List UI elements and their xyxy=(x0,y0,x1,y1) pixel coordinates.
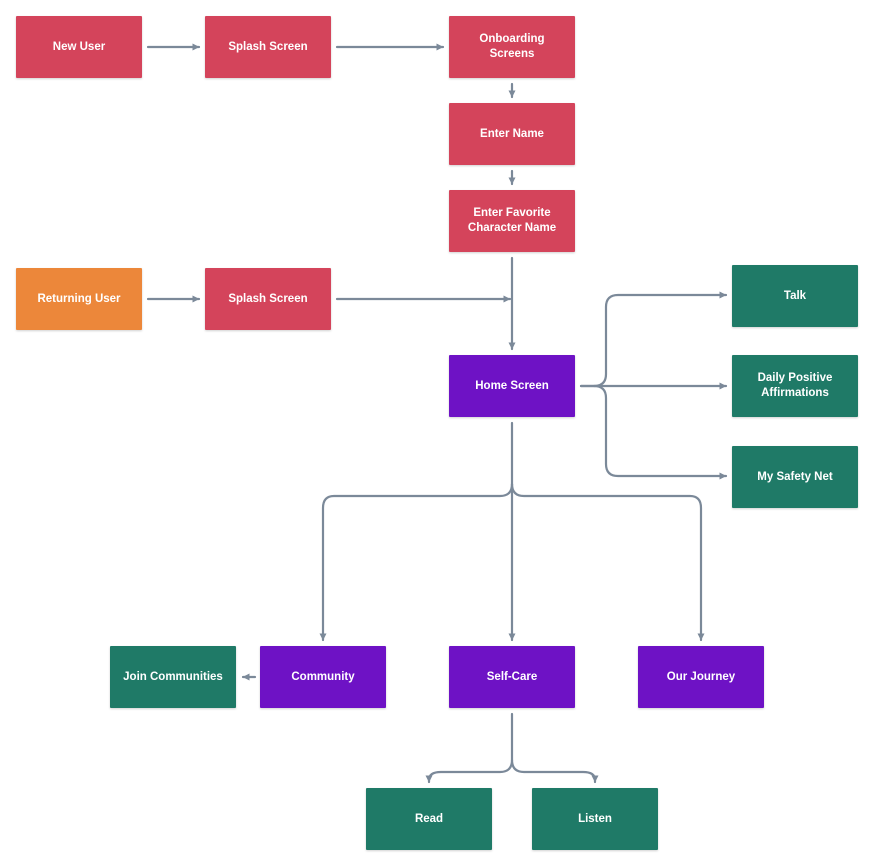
node-label: Join Communities xyxy=(123,670,223,683)
node-splash-screen-returning[interactable]: Splash Screen xyxy=(205,268,331,330)
node-splash-screen[interactable]: Splash Screen xyxy=(205,16,331,78)
node-label: New User xyxy=(52,40,106,53)
node-label: Community xyxy=(291,670,355,683)
node-read[interactable]: Read xyxy=(366,788,492,850)
node-label: Read xyxy=(414,812,444,825)
edge-home-community xyxy=(319,482,514,642)
edge-selfcare-read xyxy=(425,712,514,784)
node-label: My Safety Net xyxy=(757,470,833,483)
node-label: Enter Name xyxy=(480,127,544,140)
node-enter-favorite-character-name[interactable]: Enter Favorite Character Name xyxy=(449,190,575,252)
node-our-journey[interactable]: Our Journey xyxy=(638,646,764,708)
node-onboarding-screens[interactable]: Onboarding Screens xyxy=(449,16,575,78)
node-label: Self-Care xyxy=(486,670,538,683)
node-label: Talk xyxy=(783,289,807,302)
node-join-communities[interactable]: Join Communities xyxy=(110,646,236,708)
edge-home-journey xyxy=(510,482,705,642)
node-listen[interactable]: Listen xyxy=(532,788,658,850)
node-label: Home Screen xyxy=(475,379,549,392)
edge-home-safetynet xyxy=(592,384,728,480)
node-returning-user[interactable]: Returning User xyxy=(16,268,142,330)
edge-selfcare-listen xyxy=(510,758,599,784)
node-new-user[interactable]: New User xyxy=(16,16,142,78)
node-label: Our Journey xyxy=(666,670,736,683)
node-label: Listen xyxy=(578,812,612,825)
node-home-screen[interactable]: Home Screen xyxy=(449,355,575,417)
edge-home-talk xyxy=(579,291,728,388)
node-label: Splash Screen xyxy=(228,292,308,305)
node-my-safety-net[interactable]: My Safety Net xyxy=(732,446,858,508)
node-label: Enter Favorite Character Name xyxy=(467,207,557,234)
node-enter-name[interactable]: Enter Name xyxy=(449,103,575,165)
node-label: Returning User xyxy=(37,292,121,305)
node-talk[interactable]: Talk xyxy=(732,265,858,327)
node-community[interactable]: Community xyxy=(260,646,386,708)
node-self-care[interactable]: Self-Care xyxy=(449,646,575,708)
node-label: Splash Screen xyxy=(228,40,308,53)
node-label: Daily Positive Affirmations xyxy=(757,372,833,399)
node-label: Onboarding Screens xyxy=(479,33,545,60)
node-daily-positive-affirmations[interactable]: Daily Positive Affirmations xyxy=(732,355,858,417)
